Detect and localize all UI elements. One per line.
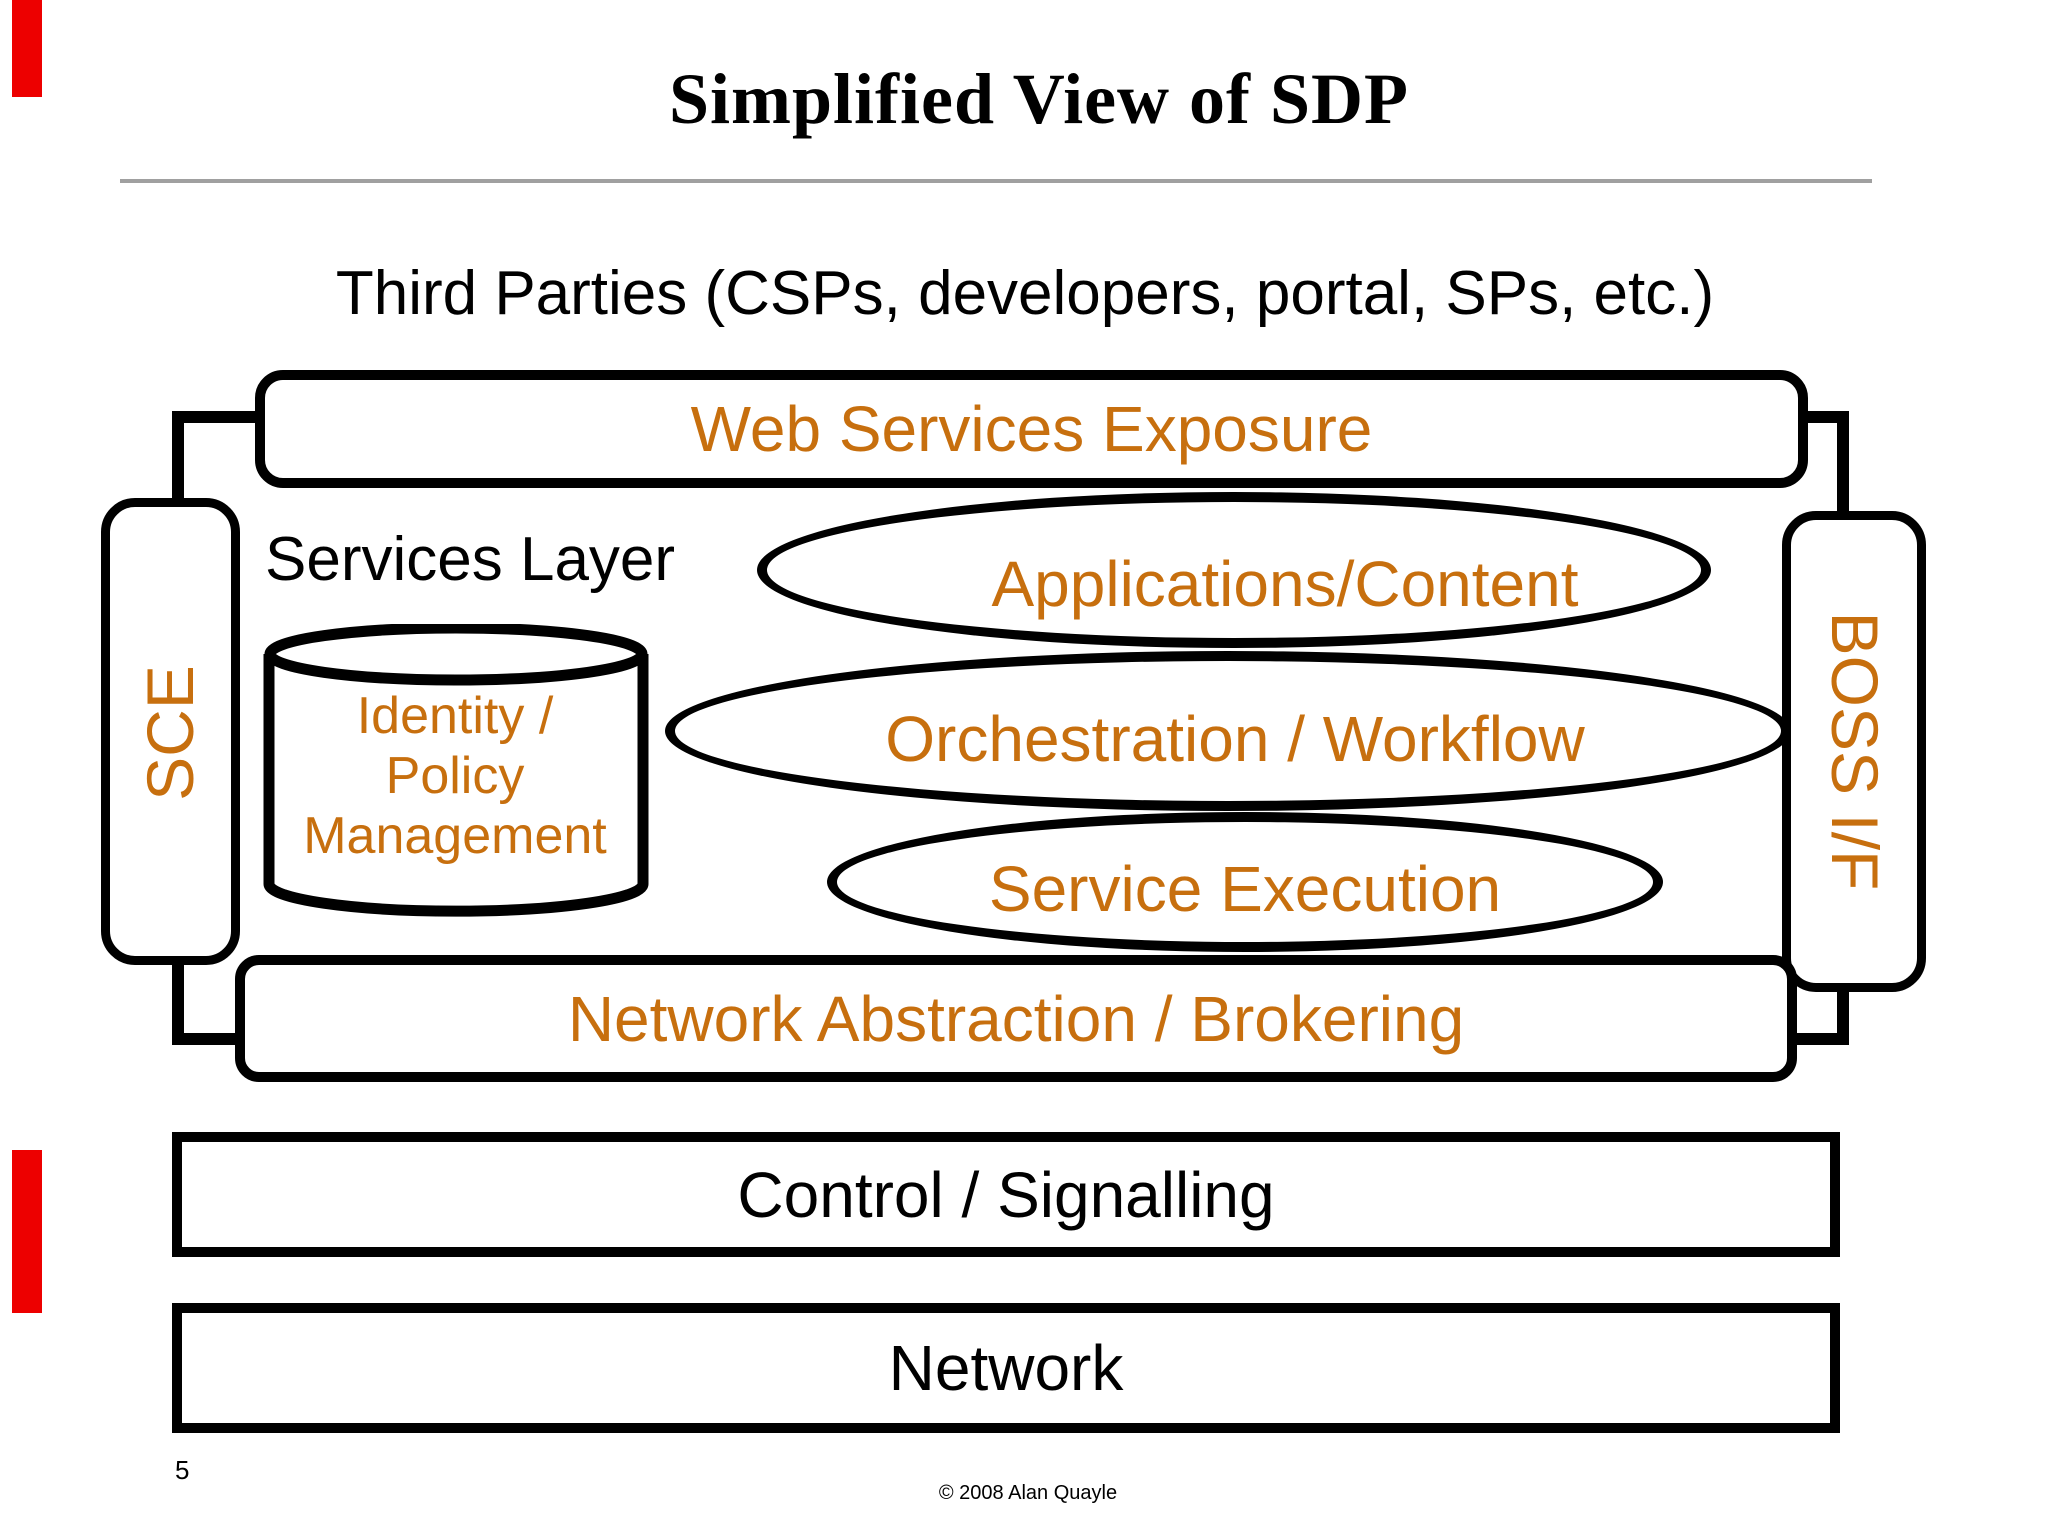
boss-if-label: BOSS I/F xyxy=(1818,611,1892,891)
red-edge-marker-bottom xyxy=(12,1150,42,1313)
network-abstraction-label: Network Abstraction / Brokering xyxy=(567,982,1465,1055)
identity-policy-line3: Management xyxy=(303,807,607,865)
web-services-exposure-box: Web Services Exposure xyxy=(255,370,1808,488)
sce-box xyxy=(101,498,240,965)
applications-content-ellipse xyxy=(757,492,1711,648)
identity-policy-line2: Policy xyxy=(385,747,525,805)
network-box: Network xyxy=(172,1303,1840,1433)
service-execution-ellipse xyxy=(827,812,1663,952)
sce-label: SCE xyxy=(133,665,207,801)
service-execution-label: Service Execution xyxy=(988,853,1502,925)
identity-policy-label: Identity / Policy Management xyxy=(258,686,652,866)
web-services-exposure-label: Web Services Exposure xyxy=(690,393,1373,465)
control-signalling-label: Control / Signalling xyxy=(737,1158,1275,1231)
identity-policy-line1: Identity / xyxy=(356,687,554,745)
network-label: Network xyxy=(888,1332,1124,1404)
red-edge-marker-top xyxy=(12,0,42,97)
control-signalling-box: Control / Signalling xyxy=(172,1132,1840,1257)
third-parties-label: Third Parties (CSPs, developers, portal,… xyxy=(335,259,1715,328)
applications-content-label: Applications/Content xyxy=(991,548,1579,620)
slide-title: Simplified View of SDP xyxy=(668,59,1410,139)
identity-policy-cylinder xyxy=(263,624,649,917)
title-divider-rule xyxy=(120,179,1872,183)
orchestration-workflow-label: Orchestration / Workflow xyxy=(885,703,1585,775)
copyright-notice: © 2008 Alan Quayle xyxy=(938,1482,1118,1504)
network-abstraction-box: Network Abstraction / Brokering xyxy=(235,955,1797,1082)
orchestration-workflow-ellipse xyxy=(665,651,1791,811)
boss-if-box xyxy=(1782,511,1926,992)
page-number: 5 xyxy=(175,1455,190,1485)
services-layer-label: Services Layer xyxy=(265,525,676,594)
